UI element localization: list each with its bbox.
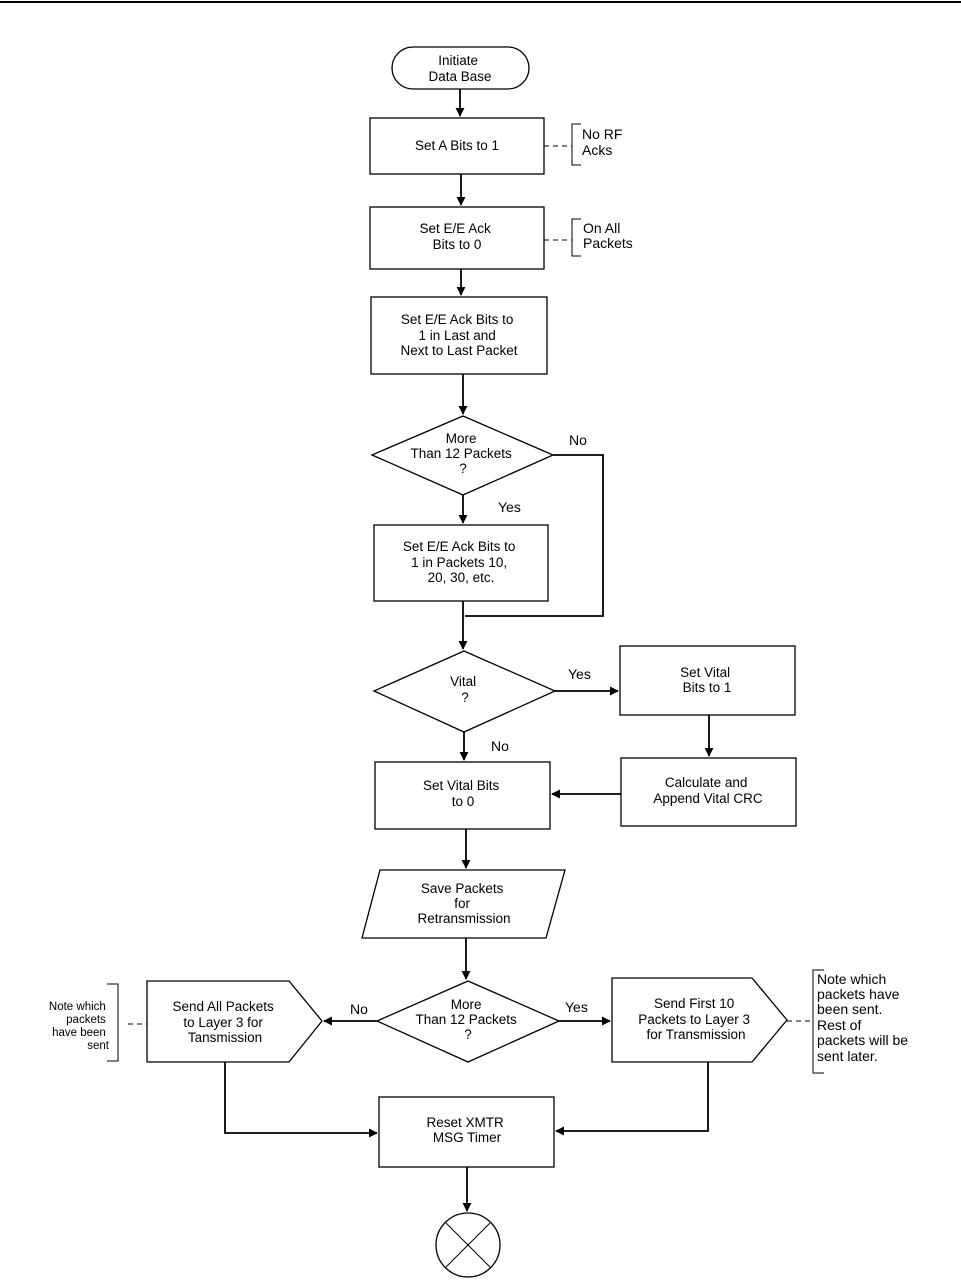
- annotation-no-rf-acks: No RF Acks: [544, 123, 626, 166]
- annotation-note-first-sent: Note which packets have been sent. Rest …: [787, 969, 912, 1074]
- set-vital-0-box: Set Vital Bits to 0: [374, 761, 551, 830]
- calculate-crc-label: Calculate and Append Vital CRC: [653, 775, 763, 806]
- set-ee-ack-last-box: Set E/E Ack Bits to 1 in Last and Next t…: [370, 296, 548, 375]
- reset-timer-label: Reset XMTR MSG Timer: [426, 1115, 507, 1145]
- decision-vital: Vital ?: [372, 650, 557, 733]
- decision-more-than-12-second-label: More Than 12 Packets ?: [415, 997, 520, 1042]
- annotation-note-first-sent-text: Note which packets have been sent. Rest …: [817, 971, 912, 1064]
- save-packets-parallelogram: Save Packets for Retransmission: [361, 869, 566, 939]
- decision-more-than-12-second: More Than 12 Packets ?: [375, 980, 561, 1063]
- end-connector-icon: [435, 1212, 501, 1278]
- set-a-bits-label: Set A Bits to 1: [415, 138, 499, 153]
- decision-more-than-12-first-label: More Than 12 Packets ?: [410, 431, 515, 476]
- save-packets-label: Save Packets for Retransmission: [417, 881, 510, 926]
- set-ee-ack-tens-box: Set E/E Ack Bits to 1 in Packets 10, 20,…: [373, 524, 549, 602]
- reset-timer-box: Reset XMTR MSG Timer: [378, 1096, 555, 1168]
- annotation-note-all-sent-text: Note which packets have been sent: [49, 1001, 110, 1052]
- edge-label-no-vital: No: [491, 738, 509, 754]
- set-vital-1-label: Set Vital Bits to 1: [680, 665, 734, 695]
- edge-label-no-12-first: No: [569, 432, 587, 448]
- send-first-packets-label: Send First 10 Packets to Layer 3 for Tra…: [638, 996, 754, 1042]
- start-terminator: Initiate Data Base: [391, 46, 530, 90]
- set-ee-ack-0-label: Set E/E Ack Bits to 0: [419, 221, 494, 252]
- set-ee-ack-0-box: Set E/E Ack Bits to 0: [369, 206, 545, 270]
- connectors: [224, 89, 714, 1212]
- edge-label-yes-12-second: Yes: [565, 999, 588, 1015]
- edge-label-yes-vital: Yes: [568, 666, 591, 682]
- set-ee-ack-last-label: Set E/E Ack Bits to 1 in Last and Next t…: [400, 312, 517, 358]
- set-vital-1-box: Set Vital Bits to 1: [619, 645, 796, 716]
- set-vital-0-label: Set Vital Bits to 0: [423, 778, 503, 809]
- edge-label-no-12-second: No: [350, 1001, 368, 1017]
- set-a-bits-box: Set A Bits to 1: [369, 117, 545, 175]
- set-ee-ack-tens-label: Set E/E Ack Bits to 1 in Packets 10, 20,…: [403, 539, 519, 585]
- decision-more-than-12-first: More Than 12 Packets ?: [370, 415, 555, 496]
- annotation-on-all-packets: On All Packets: [544, 218, 633, 257]
- send-all-packets-shape: Send All Packets to Layer 3 for Tansmiss…: [146, 980, 323, 1063]
- annotation-no-rf-acks-text: No RF Acks: [582, 126, 626, 158]
- send-first-packets-shape: Send First 10 Packets to Layer 3 for Tra…: [611, 977, 788, 1063]
- calculate-crc-box: Calculate and Append Vital CRC: [620, 757, 797, 827]
- send-all-packets-label: Send All Packets to Layer 3 for Tansmiss…: [172, 999, 277, 1045]
- annotation-on-all-packets-text: On All Packets: [583, 220, 633, 251]
- edge-label-yes-12-first: Yes: [498, 499, 521, 515]
- decision-vital-label: Vital ?: [450, 674, 480, 705]
- start-label: Initiate Data Base: [428, 53, 491, 84]
- annotation-note-all-sent: Note which packets have been sent: [49, 983, 147, 1062]
